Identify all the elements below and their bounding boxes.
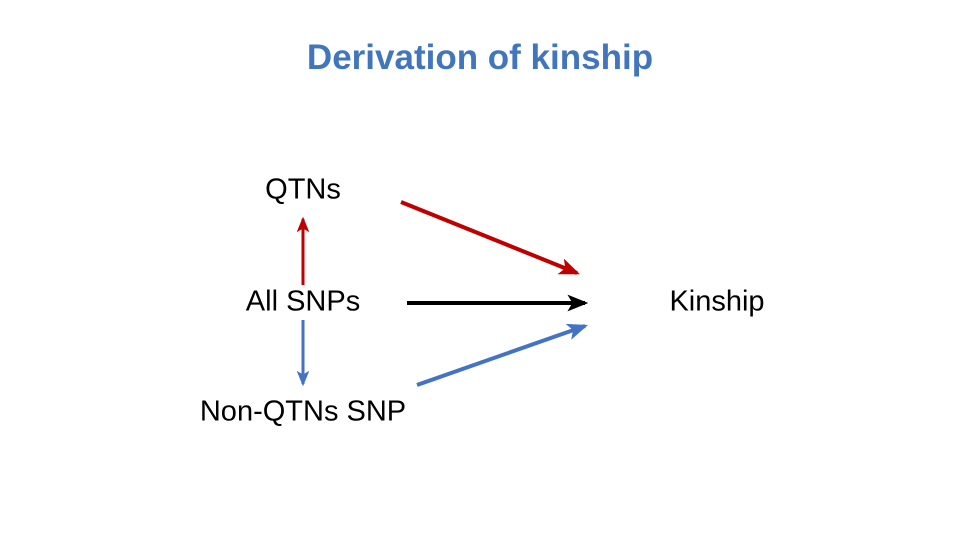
arrow-qtns-to-kinship	[400, 200, 580, 275]
node-label-kinship: Kinship	[669, 285, 765, 318]
node-label-non-qtns: Non-QTNs SNP	[199, 395, 407, 428]
page-title: Derivation of kinship	[306, 38, 654, 77]
arrow-non-qtns-to-kinship	[416, 323, 589, 387]
node-label-all-snps: All SNPs	[245, 285, 361, 318]
node-label-qtns: QTNs	[265, 173, 341, 206]
